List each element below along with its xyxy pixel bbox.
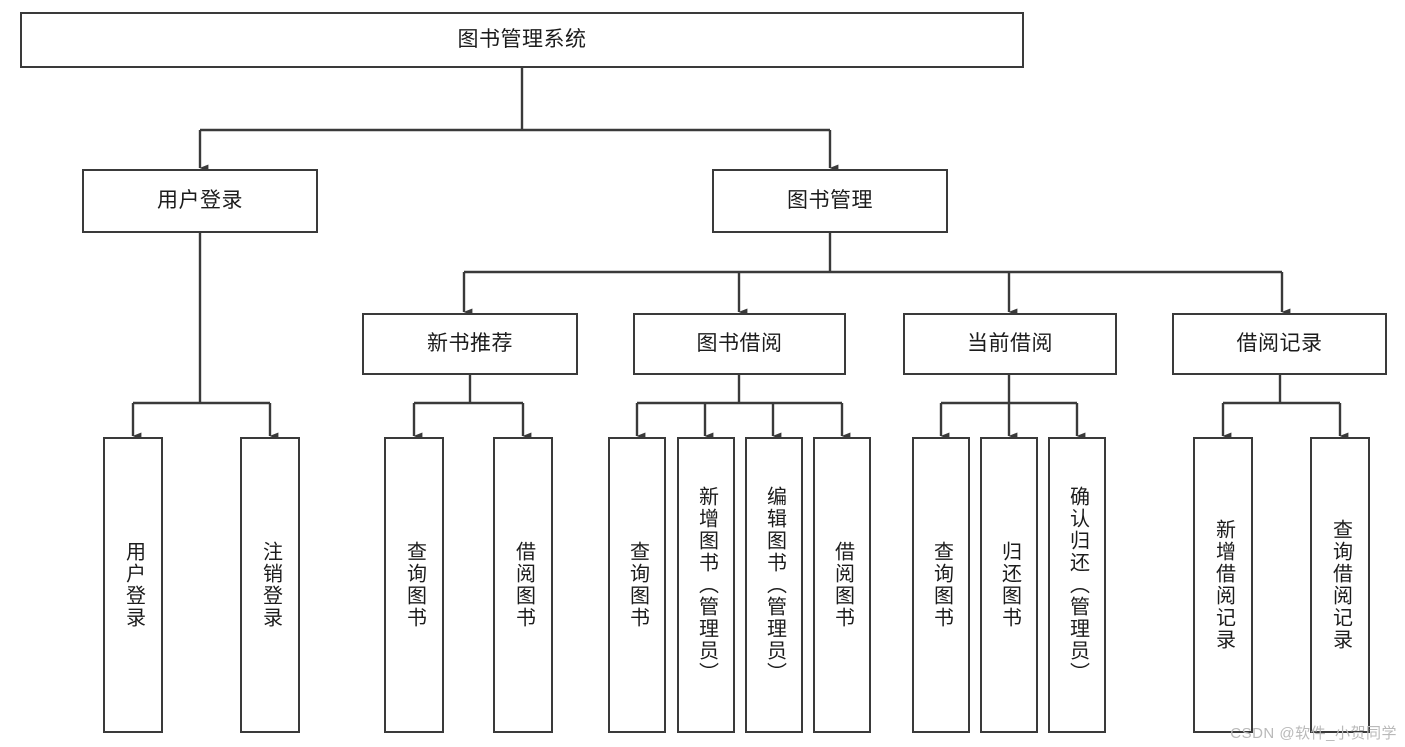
node-leaf-query-record-label: 查询借阅记录	[1329, 519, 1352, 651]
node-borrow-record[interactable]: 借阅记录	[1172, 313, 1387, 375]
node-leaf-borrow-book-1[interactable]: 借阅图书	[493, 437, 553, 733]
node-leaf-borrow-book-1-label: 借阅图书	[512, 541, 535, 629]
node-leaf-borrow-book-2[interactable]: 借阅图书	[813, 437, 871, 733]
node-leaf-return-book[interactable]: 归还图书	[980, 437, 1038, 733]
node-leaf-query-book-3[interactable]: 查询图书	[912, 437, 970, 733]
node-leaf-edit-book-label: 编辑图书（管理员）	[763, 486, 786, 684]
node-leaf-query-book-1-label: 查询图书	[403, 541, 426, 629]
node-leaf-query-book-2-label: 查询图书	[626, 541, 649, 629]
node-leaf-logout[interactable]: 注销登录	[240, 437, 300, 733]
node-root-label: 图书管理系统	[457, 28, 587, 52]
node-book-manage-label: 图书管理	[787, 189, 873, 213]
node-book-borrow-label: 图书借阅	[696, 332, 783, 356]
node-current-borrow[interactable]: 当前借阅	[903, 313, 1117, 375]
node-leaf-query-record[interactable]: 查询借阅记录	[1310, 437, 1370, 733]
node-current-borrow-label: 当前借阅	[967, 332, 1053, 356]
node-leaf-borrow-book-2-label: 借阅图书	[831, 541, 854, 629]
node-leaf-edit-book[interactable]: 编辑图书（管理员）	[745, 437, 803, 733]
node-leaf-confirm-return[interactable]: 确认归还（管理员）	[1048, 437, 1106, 733]
node-user-login[interactable]: 用户登录	[82, 169, 318, 233]
node-leaf-add-book[interactable]: 新增图书（管理员）	[677, 437, 735, 733]
csdn-watermark: CSDN @软件_小贺同学	[1230, 725, 1397, 742]
node-leaf-user-login-label: 用户登录	[122, 541, 145, 629]
node-leaf-add-record[interactable]: 新增借阅记录	[1193, 437, 1253, 733]
node-new-book-rec-label: 新书推荐	[427, 332, 513, 356]
node-book-borrow[interactable]: 图书借阅	[633, 313, 846, 375]
node-leaf-query-book-2[interactable]: 查询图书	[608, 437, 666, 733]
node-leaf-add-record-label: 新增借阅记录	[1212, 519, 1235, 651]
node-leaf-return-book-label: 归还图书	[998, 541, 1021, 629]
node-user-login-label: 用户登录	[157, 189, 243, 213]
node-leaf-confirm-return-label: 确认归还（管理员）	[1066, 486, 1089, 684]
node-leaf-logout-label: 注销登录	[259, 541, 282, 629]
node-leaf-query-book-3-label: 查询图书	[930, 541, 953, 629]
node-borrow-record-label: 借阅记录	[1236, 332, 1323, 356]
node-new-book-rec[interactable]: 新书推荐	[362, 313, 578, 375]
node-root[interactable]: 图书管理系统	[20, 12, 1024, 68]
node-leaf-user-login[interactable]: 用户登录	[103, 437, 163, 733]
node-leaf-add-book-label: 新增图书（管理员）	[695, 486, 718, 684]
node-leaf-query-book-1[interactable]: 查询图书	[384, 437, 444, 733]
node-book-manage[interactable]: 图书管理	[712, 169, 948, 233]
